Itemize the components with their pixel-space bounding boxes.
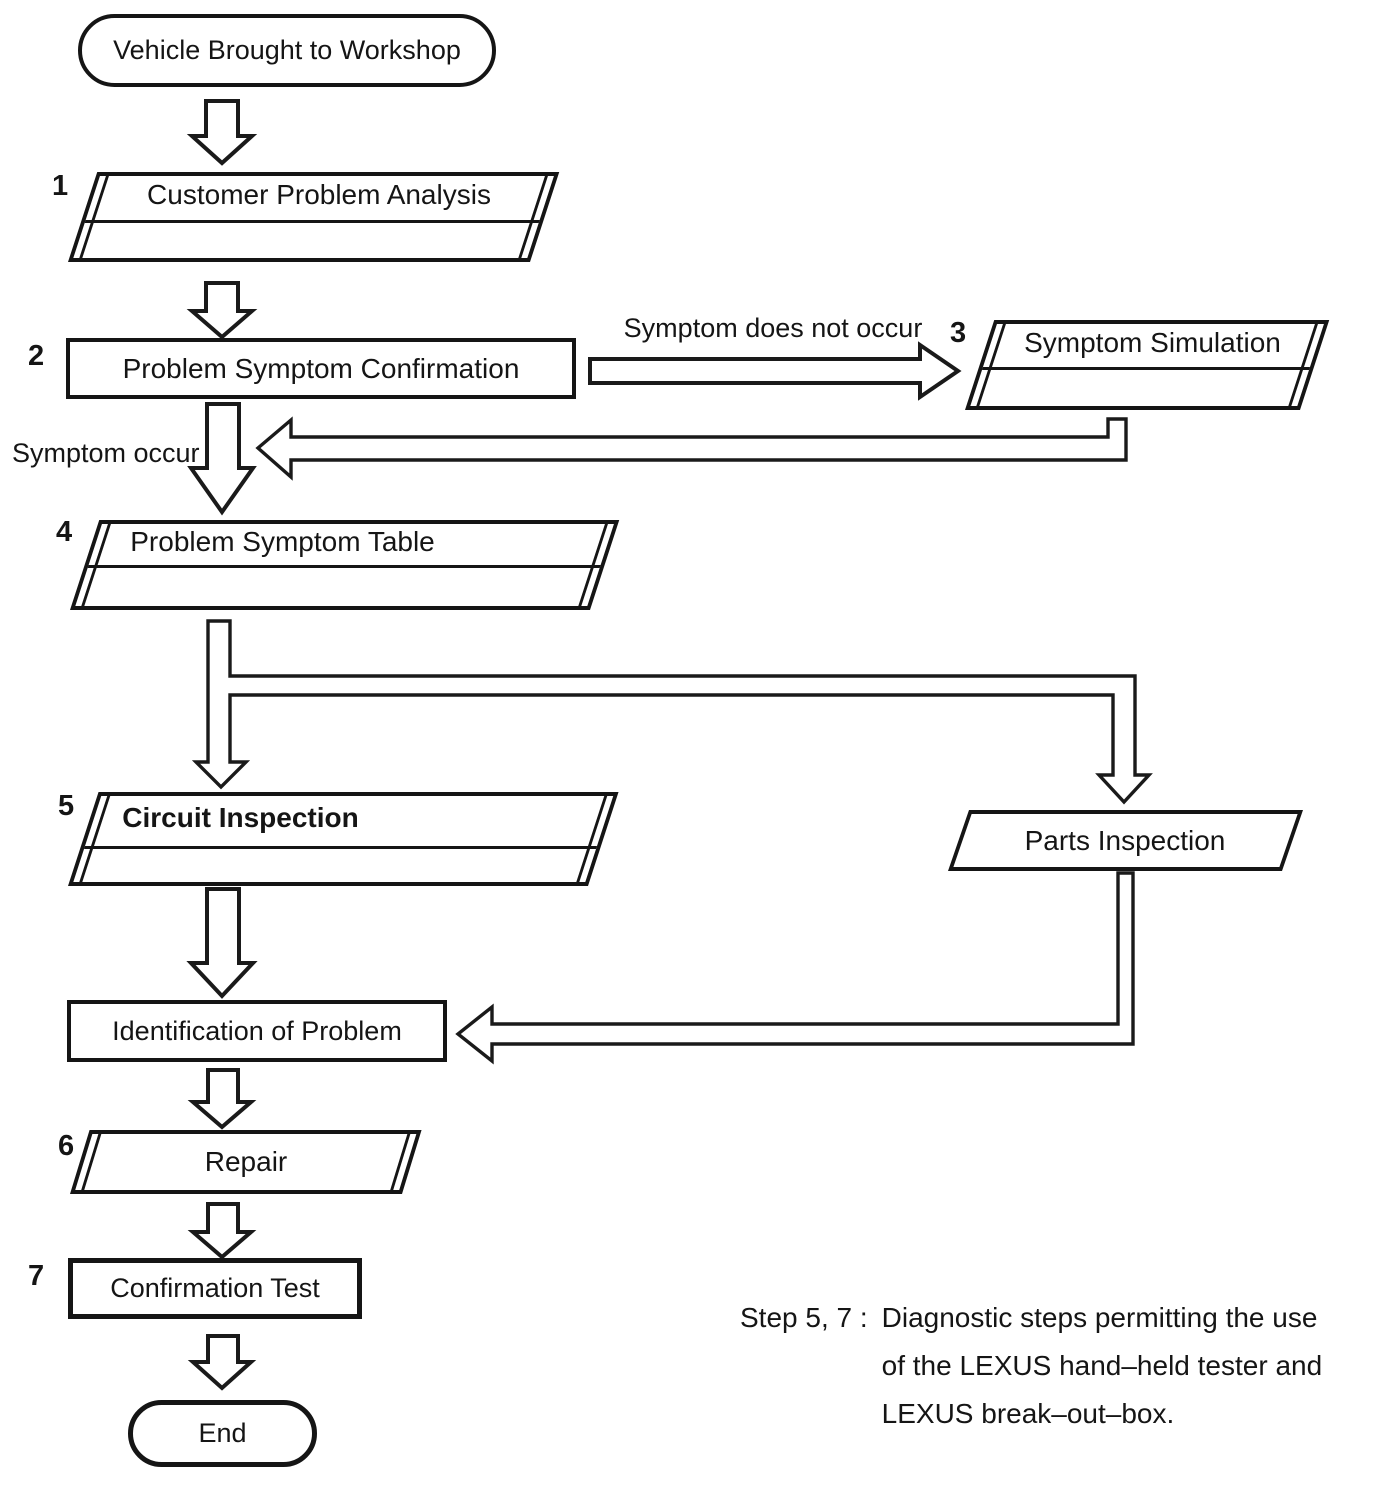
arrow-step7-to-end xyxy=(187,1334,257,1391)
step4-node: Problem Symptom Table xyxy=(70,520,620,610)
divider-line xyxy=(84,846,597,849)
step2-node: Problem Symptom Confirmation xyxy=(66,338,576,399)
arrow-step2-to-step4 xyxy=(187,402,257,516)
step3-node: Symptom Simulation xyxy=(965,320,1330,410)
double-edge-left xyxy=(79,176,109,258)
footnote-line: LEXUS break–out–box. xyxy=(881,1398,1175,1429)
divider-line xyxy=(87,565,601,568)
divider-line xyxy=(84,220,540,223)
parts-inspection-label: Parts Inspection xyxy=(1024,824,1226,856)
footnote-lines: Diagnostic steps permitting the use of t… xyxy=(882,1294,1323,1438)
step6-label: Repair xyxy=(204,1146,288,1177)
footnote-line: Diagnostic steps permitting the use xyxy=(881,1302,1318,1333)
step7-node: Confirmation Test xyxy=(68,1258,362,1319)
arrow-start-to-step1 xyxy=(186,99,258,166)
divider-line xyxy=(981,367,1310,370)
step1-node: Customer Problem Analysis xyxy=(68,172,560,262)
arrow-step4-branch xyxy=(191,619,1153,805)
step2-number: 2 xyxy=(28,340,45,372)
arrow-identify-to-step6 xyxy=(187,1068,257,1130)
arrow-step3-return xyxy=(255,416,1128,481)
double-edge-left xyxy=(79,796,111,882)
double-edge-left xyxy=(976,324,1006,406)
start-node: Vehicle Brought to Workshop xyxy=(78,14,496,87)
arrow-step6-to-step7 xyxy=(187,1202,257,1260)
end-node: End xyxy=(128,1400,317,1467)
identification-label: Identification of Problem xyxy=(112,1015,402,1046)
step7-label: Confirmation Test xyxy=(110,1273,320,1303)
footnote-prefix: Step 5, 7 : xyxy=(740,1302,868,1333)
edge-label-symptom-does-not-occur: Symptom does not occur xyxy=(623,313,923,343)
footnote-line: of the LEXUS hand–held tester and xyxy=(881,1350,1323,1381)
step4-label: Problem Symptom Table xyxy=(130,526,435,557)
parts-inspection-node: Parts Inspection xyxy=(948,810,1304,871)
identification-node: Identification of Problem xyxy=(67,1000,447,1062)
step2-label: Problem Symptom Confirmation xyxy=(122,352,520,384)
step3-number: 3 xyxy=(950,317,967,349)
step6-number: 6 xyxy=(58,1130,75,1162)
end-label: End xyxy=(198,1418,247,1448)
arrow-step1-to-step2 xyxy=(186,281,258,340)
step5-number: 5 xyxy=(58,790,75,822)
step4-number: 4 xyxy=(56,516,73,548)
step5-node: Circuit Inspection xyxy=(68,792,619,886)
start-label: Vehicle Brought to Workshop xyxy=(113,35,461,65)
arrow-step5-to-identify xyxy=(186,887,258,999)
step6-node: Repair xyxy=(70,1130,422,1194)
step5-label: Circuit Inspection xyxy=(122,802,359,833)
arrow-step2-to-step3 xyxy=(588,341,962,401)
footnote: Step 5, 7 : Diagnostic steps permitting … xyxy=(740,1294,1322,1438)
edge-label-symptom-occur: Symptom occur xyxy=(12,438,200,468)
arrow-parts-to-identify xyxy=(455,871,1135,1065)
step1-label: Customer Problem Analysis xyxy=(147,179,491,210)
step1-number: 1 xyxy=(52,170,69,202)
step7-number: 7 xyxy=(28,1260,45,1292)
step3-label: Symptom Simulation xyxy=(1024,326,1281,358)
